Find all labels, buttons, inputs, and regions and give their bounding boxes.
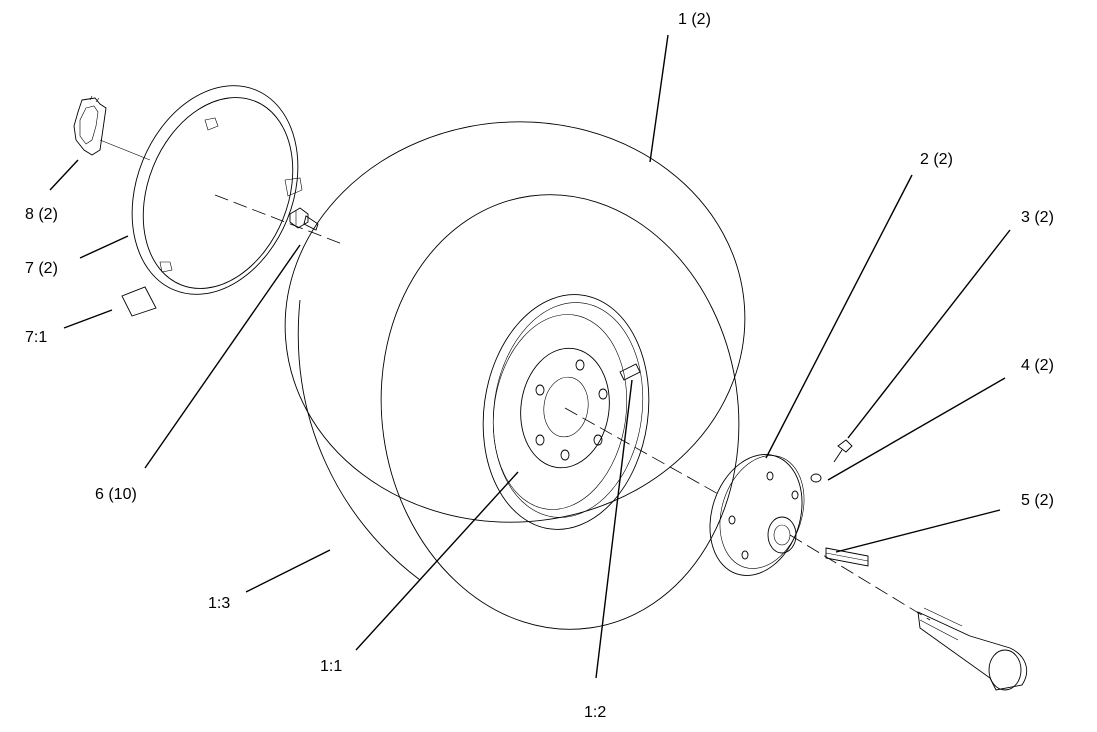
callout-6: 6 (10)	[95, 486, 137, 503]
key-part	[825, 547, 869, 567]
leader-8	[49, 159, 79, 191]
callout-4: 4 (2)	[1021, 357, 1054, 374]
callout-1: 1 (2)	[678, 11, 711, 28]
bolt-part	[833, 439, 853, 463]
leader-7-1	[63, 309, 113, 329]
callout-7-1: 7:1	[25, 329, 47, 346]
axis-line-hub-to-spindle	[789, 534, 931, 621]
callout-1-3: 1:3	[208, 595, 230, 612]
leader-3	[847, 229, 1011, 439]
tire-part	[284, 121, 746, 630]
axis-line-ring-to-stem	[214, 194, 346, 246]
hub-part	[709, 454, 805, 576]
leader-1-2	[595, 379, 633, 679]
leader-6	[144, 244, 301, 469]
decal-part	[121, 286, 157, 317]
lock-washer-part	[810, 473, 822, 483]
leader-1	[649, 34, 669, 163]
leader-1-3	[245, 549, 331, 593]
leader-2	[765, 174, 913, 459]
callout-1-1: 1:1	[320, 658, 342, 675]
leader-1-1	[355, 471, 519, 651]
callout-1-2: 1:2	[584, 704, 606, 721]
callout-2: 2 (2)	[920, 151, 953, 168]
leader-4	[827, 377, 1006, 481]
wheel-cap-part	[73, 95, 107, 156]
callout-8: 8 (2)	[25, 206, 58, 223]
axis-line-cap-to-ring	[99, 139, 151, 161]
callout-5: 5 (2)	[1021, 492, 1054, 509]
leader-5	[835, 509, 1001, 553]
trim-ring-part	[131, 85, 303, 295]
axis-line-wheel-to-hub	[564, 407, 721, 496]
leader-7	[79, 235, 129, 259]
callout-3: 3 (2)	[1021, 209, 1054, 226]
callout-7: 7 (2)	[25, 260, 58, 277]
spindle-part	[917, 607, 1028, 691]
valve-stem-part	[289, 207, 319, 231]
